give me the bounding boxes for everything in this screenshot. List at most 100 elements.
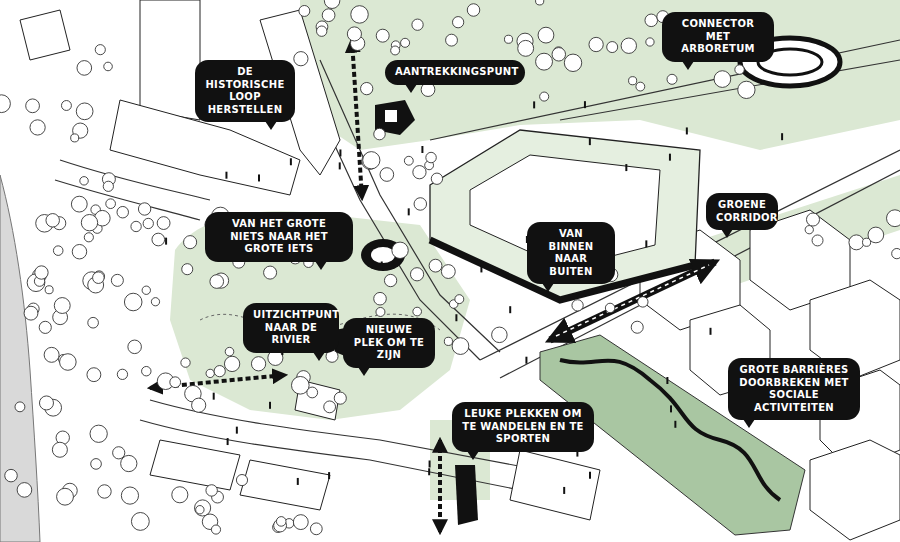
callout-tail	[358, 367, 370, 376]
callout-text: CONNECTOR MET ARBORETUM	[672, 18, 764, 56]
callout-tail	[682, 61, 694, 70]
tree	[81, 214, 97, 230]
tree	[374, 128, 386, 140]
person	[290, 158, 292, 165]
callout-bubble: NIEUWE PLEK OM TE ZIJN	[343, 318, 435, 368]
tree	[805, 226, 813, 234]
person	[669, 154, 671, 161]
tree	[98, 485, 111, 498]
tree	[504, 35, 512, 43]
tree	[72, 244, 86, 258]
person	[339, 162, 341, 169]
tree	[157, 217, 170, 230]
tree	[391, 46, 400, 55]
tree	[441, 265, 455, 279]
tree	[376, 29, 389, 42]
person	[525, 357, 527, 364]
tree	[738, 81, 755, 98]
tree	[636, 82, 645, 91]
tree	[45, 286, 53, 294]
callout-tail	[265, 121, 277, 130]
tree	[646, 38, 654, 46]
tree	[39, 321, 51, 333]
person	[236, 427, 238, 434]
tree	[322, 9, 335, 22]
tree	[638, 297, 648, 307]
person	[297, 478, 299, 485]
tree	[376, 307, 385, 316]
person	[686, 127, 688, 134]
tree	[334, 392, 346, 404]
tree	[54, 298, 70, 314]
person	[421, 146, 423, 153]
person	[381, 262, 383, 269]
tree	[104, 62, 113, 71]
tree	[138, 203, 150, 215]
tree	[44, 347, 59, 362]
tree	[404, 156, 413, 165]
callout-bubble: GROENE CORRIDOR	[706, 193, 778, 230]
person	[509, 306, 511, 313]
tree	[26, 99, 40, 113]
tree	[324, 401, 336, 413]
tree	[131, 513, 149, 531]
tree	[892, 248, 900, 258]
tree	[536, 53, 553, 70]
tree	[251, 357, 265, 371]
tree	[849, 235, 864, 250]
person	[666, 377, 668, 384]
tree	[361, 82, 373, 94]
tree	[71, 134, 79, 142]
tree	[121, 455, 137, 471]
tree	[142, 286, 150, 294]
tree	[324, 0, 339, 8]
tree	[182, 264, 193, 275]
green-areas	[170, 0, 900, 500]
callout-text: VAN HET GROTE NIETS NAAR HET GROTE IETS	[215, 218, 343, 256]
tree	[57, 488, 74, 505]
tree	[206, 485, 217, 496]
tree	[90, 425, 107, 442]
tree	[184, 236, 197, 249]
callout-tail	[405, 84, 417, 93]
tree	[572, 300, 583, 311]
tree	[629, 77, 637, 85]
tree	[113, 447, 125, 459]
tree	[868, 227, 884, 243]
callout-text: LEUKE PLEKKEN OM TE WANDELEN EN TE SPORT…	[462, 408, 584, 446]
tree	[210, 275, 224, 289]
callout-tail	[542, 283, 554, 292]
tree	[181, 358, 190, 367]
tree	[117, 369, 127, 379]
tree	[714, 71, 731, 88]
person	[625, 164, 627, 171]
person	[258, 174, 260, 181]
callout-text: DE HISTORISCHE LOOP HERSTELLEN	[205, 66, 285, 116]
tree	[589, 37, 603, 51]
tree	[5, 469, 18, 482]
tree	[0, 95, 10, 113]
tree	[121, 487, 138, 504]
person	[589, 138, 591, 145]
movement-arrows	[150, 40, 440, 532]
callout-bubble: LEUKE PLEKKEN OM TE WANDELEN EN TE SPORT…	[452, 402, 594, 452]
person	[584, 101, 586, 108]
tree	[192, 398, 206, 412]
callout-tail	[721, 229, 733, 238]
tree	[206, 369, 214, 377]
tree	[645, 14, 658, 27]
tree	[276, 517, 286, 527]
tree	[621, 38, 636, 53]
callout-bubble: UITZICHTPUNT NAAR DE RIVIER	[243, 303, 339, 353]
person	[165, 238, 167, 245]
tree	[103, 181, 113, 191]
callout-text: UITZICHTPUNT NAAR DE RIVIER	[253, 309, 329, 347]
callout-tail	[313, 352, 325, 361]
tree	[117, 206, 129, 218]
tree	[236, 475, 247, 486]
tree	[39, 396, 53, 410]
callout-text: AANTREKKINGSPUNT	[395, 66, 515, 79]
tree	[392, 242, 408, 258]
person	[670, 405, 672, 412]
tree	[401, 38, 410, 47]
